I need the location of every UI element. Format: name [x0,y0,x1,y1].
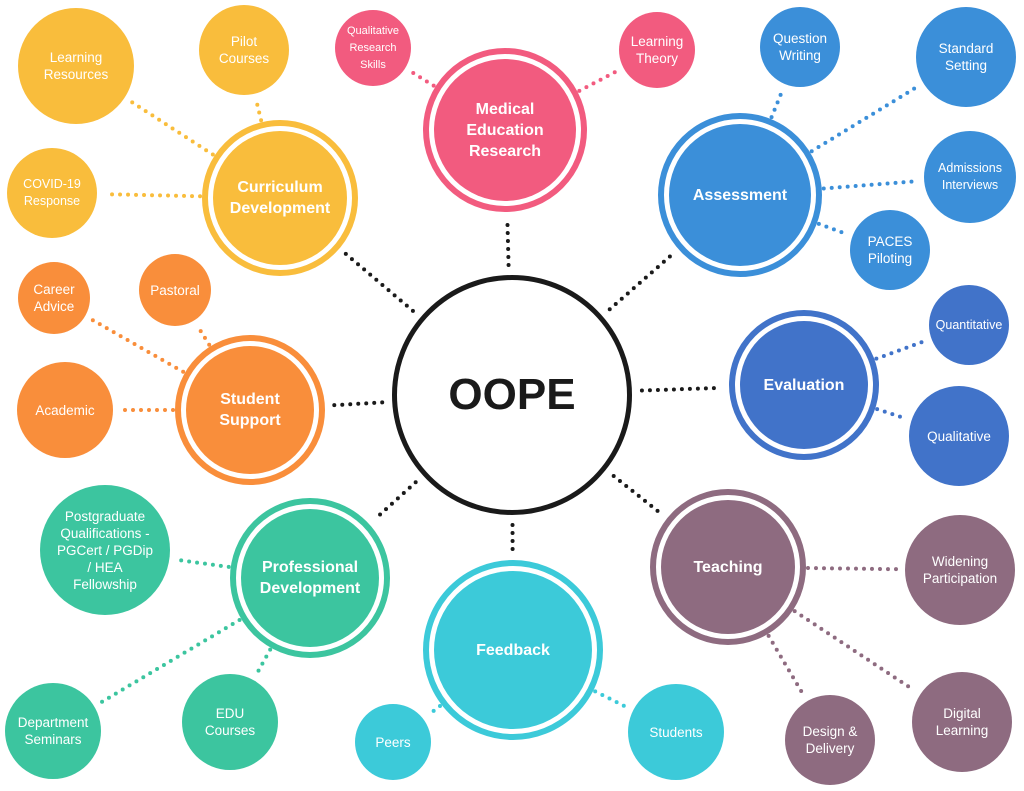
hub-medical-education-research-label: Medical Education Research [466,100,544,160]
hub-feedback-label: Feedback [476,641,550,659]
hub-student-support-label: Student Support [219,391,281,429]
hub-professional-development: Professional Development [241,509,379,647]
curriculum-development-leaf-label: COVID-19 Response [23,177,81,208]
center-to-evaluation-connector [639,385,724,393]
curriculum-development-leaf: Learning Resources [18,8,134,124]
feedback-leaf: Students [628,684,724,780]
evaluation-leaf: Quantitative [929,285,1009,365]
medical-education-research-leaf-connector [410,70,436,88]
student-support-leaf-label: Academic [35,402,95,418]
assessment-leaf-connector [809,85,919,154]
feedback-leaf-connector [593,689,628,709]
assessment-leaf-label: Standard Setting [938,41,994,73]
feedback-leaf: Peers [355,704,431,780]
curriculum-development-leaf: COVID-19 Response [7,148,97,238]
hub-student-support: Student Support [186,346,314,474]
hub-assessment-label: Assessment [692,186,788,204]
center-to-curriculum-development-connector [343,251,415,313]
hub-evaluation-label: Evaluation [763,376,845,394]
feedback-leaf-label: Students [649,724,703,740]
student-support-leaf-connector [196,325,212,347]
professional-development-leaf-connector [255,647,273,676]
student-support-leaf: Academic [17,362,113,458]
hub-feedback: Feedback [434,571,592,729]
medical-education-research-leaf-connector [577,69,619,93]
professional-development-leaf: EDU Courses [182,674,278,770]
teaching-leaf-label: Digital Learning [935,706,989,738]
hub-assessment: Assessment [669,124,811,266]
teaching-leaf: Design & Delivery [785,695,875,785]
curriculum-development-leaf: Pilot Courses [199,5,289,95]
medical-education-research-leaf: Learning Theory [619,12,695,88]
assessment-leaf-connector [816,221,847,236]
hub-teaching-label: Teaching [693,558,763,576]
hub-curriculum-development: Curriculum Development [213,131,347,265]
assessment-leaf-label: PACES Piloting [867,234,913,266]
curriculum-development-leaf-connector [254,99,264,123]
curriculum-development-leaf-label: Pilot Courses [218,34,270,66]
assessment-leaf-label: Question Writing [772,31,828,63]
feedback-leaf-connector [427,703,442,717]
center-to-teaching-connector [611,473,663,516]
curriculum-development-leaf-connector [129,99,215,157]
professional-development-leaf-label: Department Seminars [17,715,89,747]
assessment-leaf: PACES Piloting [850,210,930,290]
hub-teaching: Teaching [661,500,795,634]
teaching-leaf-connector [805,566,900,572]
medical-education-research-leaf: Qualitative Research Skills [335,10,411,86]
professional-development-leaf: Postgraduate Qualifications - PGCert / P… [40,485,170,615]
evaluation-leaf-label: Quantitative [935,317,1003,332]
center-to-assessment-connector [607,252,675,312]
center-to-student-support-connector [330,400,385,408]
teaching-leaf-connector [766,633,806,697]
professional-development-leaf-connector [99,617,242,705]
evaluation-leaf-connector [875,407,906,420]
assessment-leaf: Standard Setting [916,7,1016,107]
center-to-medical-education-research-connector [505,217,511,268]
teaching-leaf-label: Widening Participation [922,554,998,586]
teaching-leaf: Digital Learning [912,672,1012,772]
curriculum-development-leaf-connector [102,192,203,199]
teaching-leaf-label: Design & Delivery [802,724,858,756]
curriculum-development-leaf-label: Learning Resources [43,50,109,82]
student-support-leaf-label: Pastoral [150,282,200,298]
hub-medical-education-research: Medical Education Research [434,59,576,201]
hub-curriculum-development-label: Curriculum Development [229,179,331,217]
teaching-leaf-connector [792,609,916,692]
assessment-leaf-label: Admissions Interviews [938,161,1002,192]
teaching-leaf: Widening Participation [905,515,1015,625]
center-node-oope-label: OOPE [448,370,576,419]
center-to-professional-development-connector [373,480,418,521]
assessment-leaf-connector [821,179,919,191]
assessment-leaf-connector [769,89,784,120]
evaluation-leaf-connector [874,339,926,361]
professional-development-leaf: Department Seminars [5,683,101,779]
hub-professional-development-label: Professional Development [259,559,361,597]
professional-development-leaf-label: EDU Courses [204,706,256,738]
medical-education-research-leaf-label: Qualitative Research Skills [347,24,399,71]
medical-education-research-leaf-label: Learning Theory [630,34,684,66]
student-support-leaf: Pastoral [139,254,211,326]
professional-development-leaf-label: Postgraduate Qualifications - PGCert / P… [56,508,154,592]
student-support-leaf-label: Career Advice [33,282,75,314]
hub-evaluation: Evaluation [740,321,868,449]
center-node-oope: OOPE [392,275,632,515]
student-support-leaf: Career Advice [18,262,90,334]
assessment-leaf: Admissions Interviews [924,131,1016,223]
assessment-leaf: Question Writing [760,7,840,87]
feedback-leaf-label: Peers [375,734,411,750]
professional-development-leaf-connector [175,557,231,569]
evaluation-leaf: Qualitative [909,386,1009,486]
evaluation-leaf-label: Qualitative [927,428,991,444]
student-support-leaf-connector [90,317,186,374]
